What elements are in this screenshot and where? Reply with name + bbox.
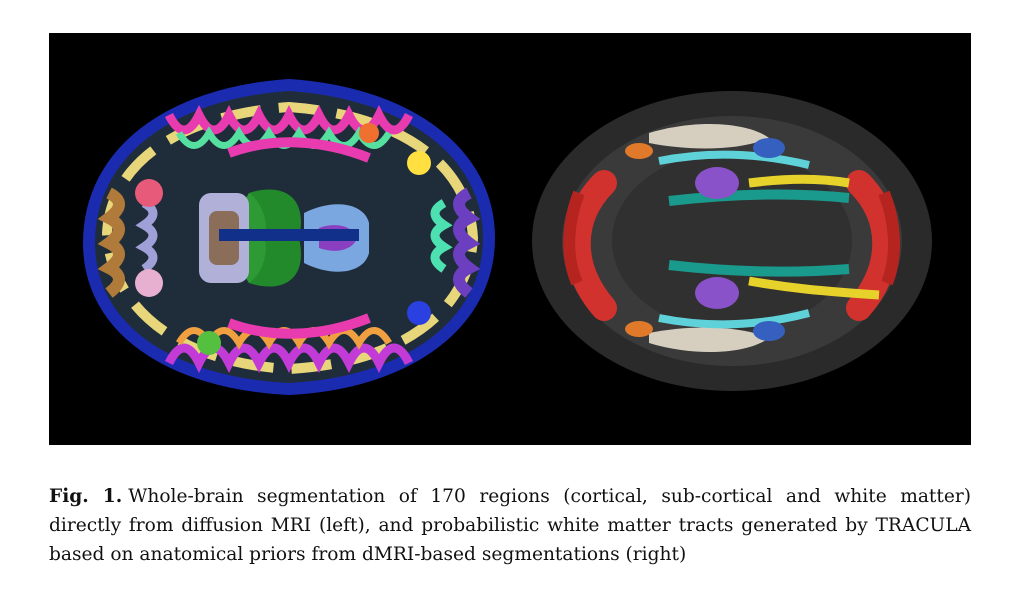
figure-panel (49, 33, 971, 445)
brain-segmentation-image (82, 78, 496, 396)
figure-caption: Fig. 1.Whole-brain segmentation of 170 r… (49, 482, 971, 569)
tractography-image (532, 91, 932, 391)
figure-label: Fig. 1. (49, 486, 123, 507)
caption-text: Whole-brain segmentation of 170 regions … (49, 486, 972, 565)
